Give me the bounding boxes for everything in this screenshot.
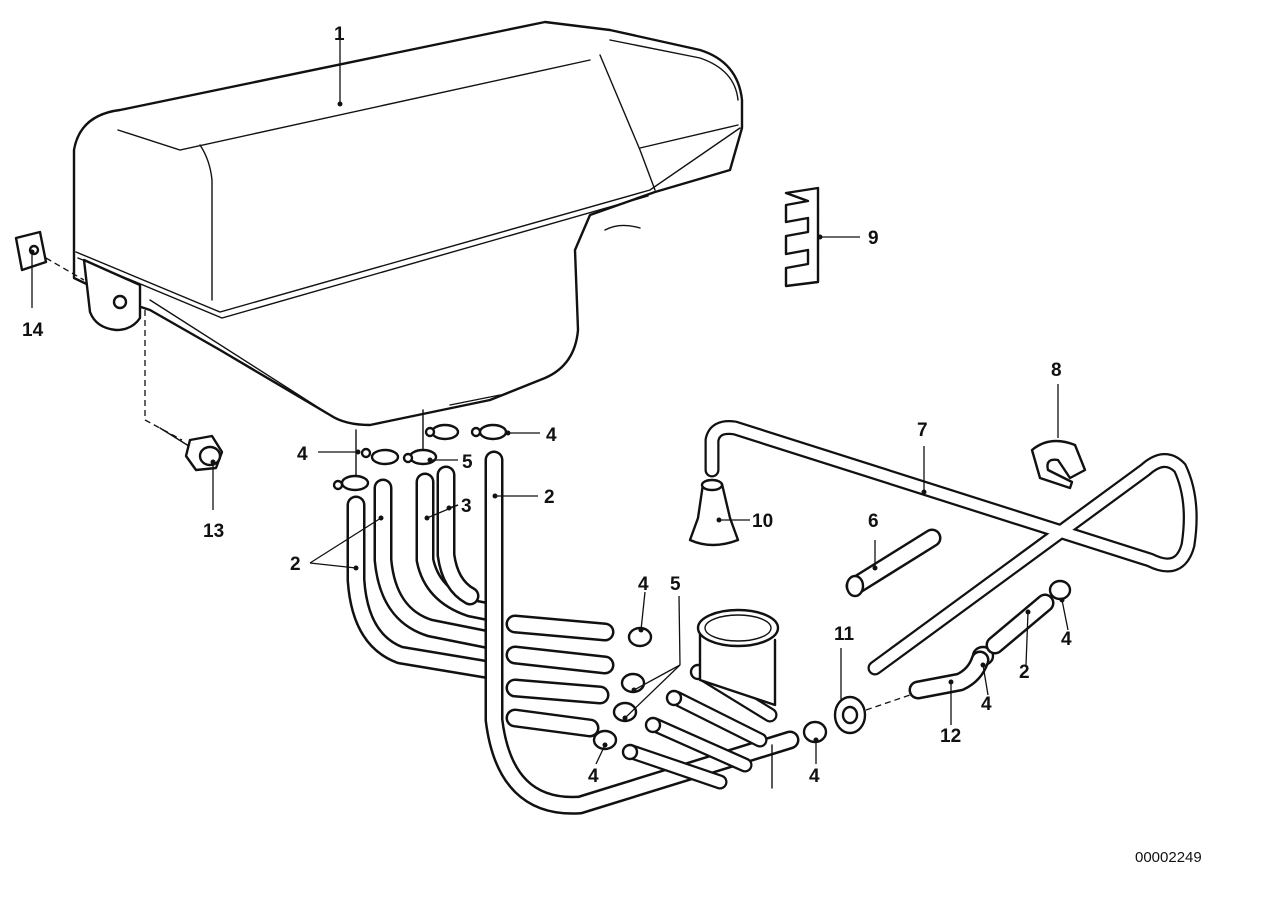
callout-10: 10 xyxy=(752,511,773,532)
callout-7: 7 xyxy=(917,420,928,441)
callout-4-right: 4 xyxy=(1061,629,1072,650)
callout-11: 11 xyxy=(834,624,855,645)
part-6-hose-segment xyxy=(845,528,942,598)
part-1-tank xyxy=(72,20,744,427)
callout-4-upper-right: 4 xyxy=(546,425,557,446)
callout-13: 13 xyxy=(203,521,224,542)
drawing-number: 00002249 xyxy=(1135,849,1202,866)
part-4-clamps-upper xyxy=(332,409,508,492)
part-2-long-hose xyxy=(484,450,800,815)
callout-4-upper-left: 4 xyxy=(297,444,308,465)
callout-12: 12 xyxy=(940,726,961,747)
callout-5-upper: 5 xyxy=(462,452,473,473)
part-9-comb-holder xyxy=(784,186,820,288)
callout-9: 9 xyxy=(868,228,879,249)
cylinder-body xyxy=(696,608,780,707)
leader-lines xyxy=(29,40,1069,765)
callout-3: 3 xyxy=(461,496,472,517)
callout-4-lower-right: 4 xyxy=(981,694,992,715)
part-11-grommet xyxy=(833,694,911,735)
part-7-bent-tube xyxy=(704,420,1198,676)
callout-8: 8 xyxy=(1051,360,1062,381)
part-12-short-hose xyxy=(908,593,1055,700)
callout-4-bottom-left: 4 xyxy=(588,766,599,787)
callout-14: 14 xyxy=(22,320,44,341)
callout-4-mid: 4 xyxy=(638,574,649,595)
part-2-hose-group-left xyxy=(346,465,500,680)
hose-stubs xyxy=(505,614,615,738)
callout-4-bottom-center: 4 xyxy=(809,766,820,787)
callout-1: 1 xyxy=(334,24,345,45)
callout-6: 6 xyxy=(868,511,879,532)
part-10-cone xyxy=(688,478,740,547)
callout-2-right: 2 xyxy=(544,487,555,508)
part-8-clip xyxy=(1030,439,1087,490)
callout-labels: 1 14 13 9 8 7 6 10 2 2 2 3 4 4 4 4 4 4 4… xyxy=(22,24,1202,866)
callout-5-lower: 5 xyxy=(670,574,681,595)
callout-2-left: 2 xyxy=(290,554,301,575)
callout-2-lower-right: 2 xyxy=(1019,662,1030,683)
